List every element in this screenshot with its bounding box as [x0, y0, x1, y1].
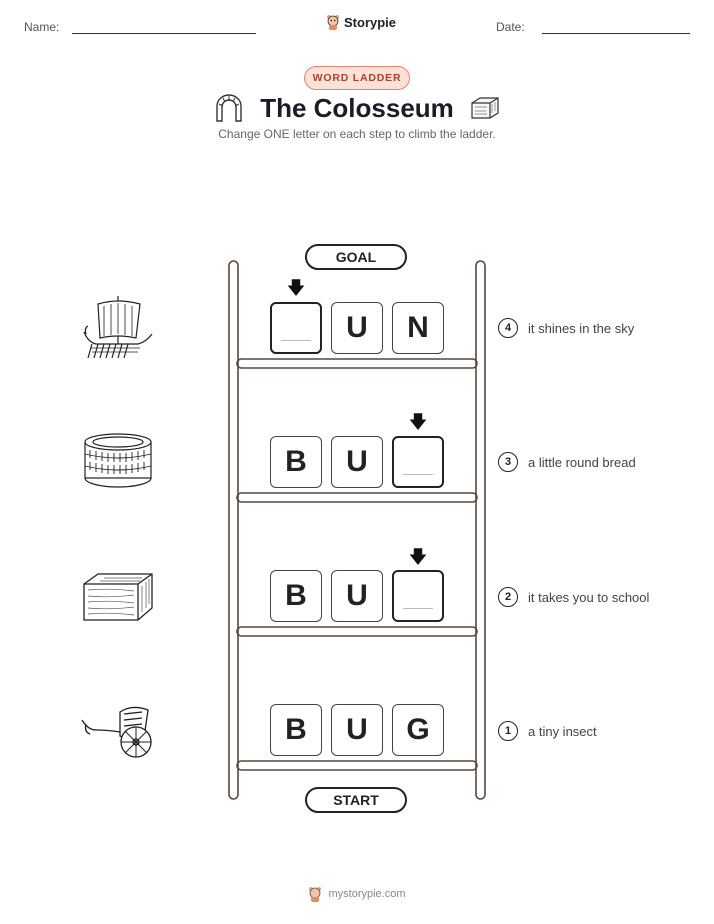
bear-icon	[327, 15, 339, 30]
footer-url[interactable]: mystorypie.com	[328, 888, 406, 900]
ladder-rung	[236, 760, 478, 771]
clue-number: 3	[498, 452, 518, 472]
clue-text: a tiny insect	[528, 723, 597, 739]
instructions: Change ONE letter on each step to climb …	[218, 127, 496, 141]
title-text: The Colosseum	[260, 92, 454, 123]
clue-4: 4 it shines in the sky	[498, 318, 634, 338]
letter-tile: U	[331, 436, 383, 488]
stone-block-icon	[83, 573, 153, 621]
letter-tile-blank[interactable]	[392, 436, 444, 488]
name-label: Name:	[24, 20, 60, 34]
goal-label: GOAL	[305, 244, 407, 270]
chariot-icon	[81, 706, 152, 758]
change-arrow-icon: 🡇	[286, 278, 306, 298]
ladder-left-rail	[228, 260, 239, 800]
letter-tile: N	[392, 302, 444, 354]
ladder-rung	[236, 492, 478, 503]
ladder-right-rail	[475, 260, 486, 800]
letter-tile-blank[interactable]	[392, 570, 444, 622]
page-title: The Colosseum	[200, 88, 514, 128]
name-field[interactable]	[72, 33, 256, 34]
clue-number: 1	[498, 721, 518, 741]
change-arrow-icon: 🡇	[408, 412, 428, 432]
clue-text: a little round bread	[528, 454, 636, 470]
ladder-rung	[236, 358, 478, 369]
colosseum-icon	[84, 433, 152, 488]
ladder-rung	[236, 626, 478, 637]
letter-tile: B	[270, 570, 322, 622]
letter-tile: B	[270, 704, 322, 756]
stone-block-title-icon	[471, 97, 499, 119]
ship-icon	[83, 296, 153, 359]
arch-icon	[216, 94, 242, 122]
clue-number: 4	[498, 318, 518, 338]
date-field[interactable]	[542, 33, 690, 34]
clue-number: 2	[498, 587, 518, 607]
letter-tile-blank[interactable]	[270, 302, 322, 354]
clue-text: it shines in the sky	[528, 320, 635, 336]
clue-2: 2 it takes you to school	[498, 587, 649, 607]
change-arrow-icon: 🡇	[408, 547, 428, 567]
start-label: START	[305, 787, 407, 813]
storypie-logo: Storypie	[326, 14, 396, 30]
date-label: Date:	[496, 20, 525, 34]
clue-1: 1 a tiny insect	[498, 721, 597, 741]
letter-tile: U	[331, 570, 383, 622]
letter-tile: G	[392, 704, 444, 756]
letter-tile: B	[270, 436, 322, 488]
brand-name: Storypie	[344, 14, 397, 30]
word-ladder-badge: WORD LADDER	[304, 66, 410, 90]
bear-icon	[309, 887, 322, 902]
clue-3: 3 a little round bread	[498, 452, 636, 472]
footer: mystorypie.com	[0, 886, 714, 902]
letter-tile: U	[331, 302, 383, 354]
letter-tile: U	[331, 704, 383, 756]
clue-text: it takes you to school	[528, 589, 650, 605]
ladder	[228, 260, 486, 800]
